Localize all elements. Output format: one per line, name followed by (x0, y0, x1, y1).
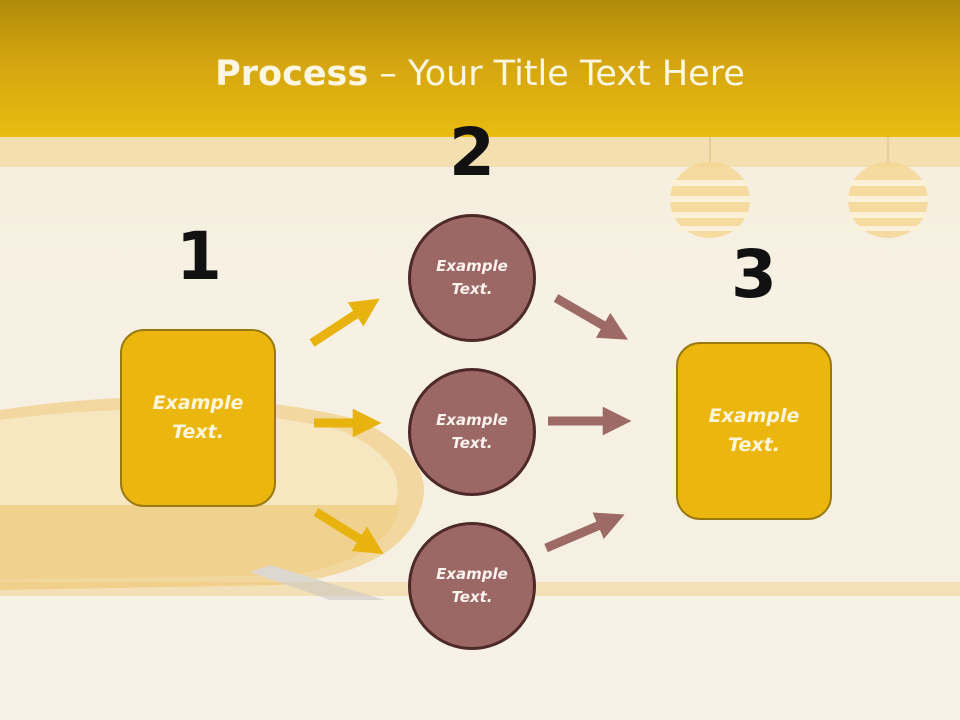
pendant-lamp-left (670, 137, 750, 238)
step-2-text-bottom: Example Text. (436, 565, 508, 606)
title-rest: – Your Title Text Here (368, 54, 745, 94)
slide-title: Process – Your Title Text Here (0, 52, 960, 96)
step-number-3: 3 (731, 236, 777, 313)
step-number-2: 2 (449, 114, 495, 191)
title-bar (0, 0, 960, 137)
step-2-text-top: Example Text. (436, 257, 508, 298)
title-bold: Process (215, 54, 369, 94)
step-2-circle-top: Example Text. (408, 214, 536, 342)
step-3-box: Example Text. (676, 342, 832, 520)
step-3-text: Example Text. (708, 405, 800, 456)
step-number-1: 1 (176, 218, 222, 295)
arrow-1-to-2a (309, 298, 380, 347)
wall-band (0, 137, 960, 167)
arrow-2a-to-3 (553, 294, 628, 340)
arrow-2c-to-3 (544, 512, 625, 553)
step-1-text: Example Text. (152, 392, 244, 443)
pendant-lamp-right (848, 137, 928, 238)
step-2-circle-middle: Example Text. (408, 368, 536, 496)
step-2-text-middle: Example Text. (436, 411, 508, 452)
arrow-1-to-2c (313, 508, 384, 555)
step-2-circle-bottom: Example Text. (408, 522, 536, 650)
step-1-box: Example Text. (120, 329, 276, 507)
